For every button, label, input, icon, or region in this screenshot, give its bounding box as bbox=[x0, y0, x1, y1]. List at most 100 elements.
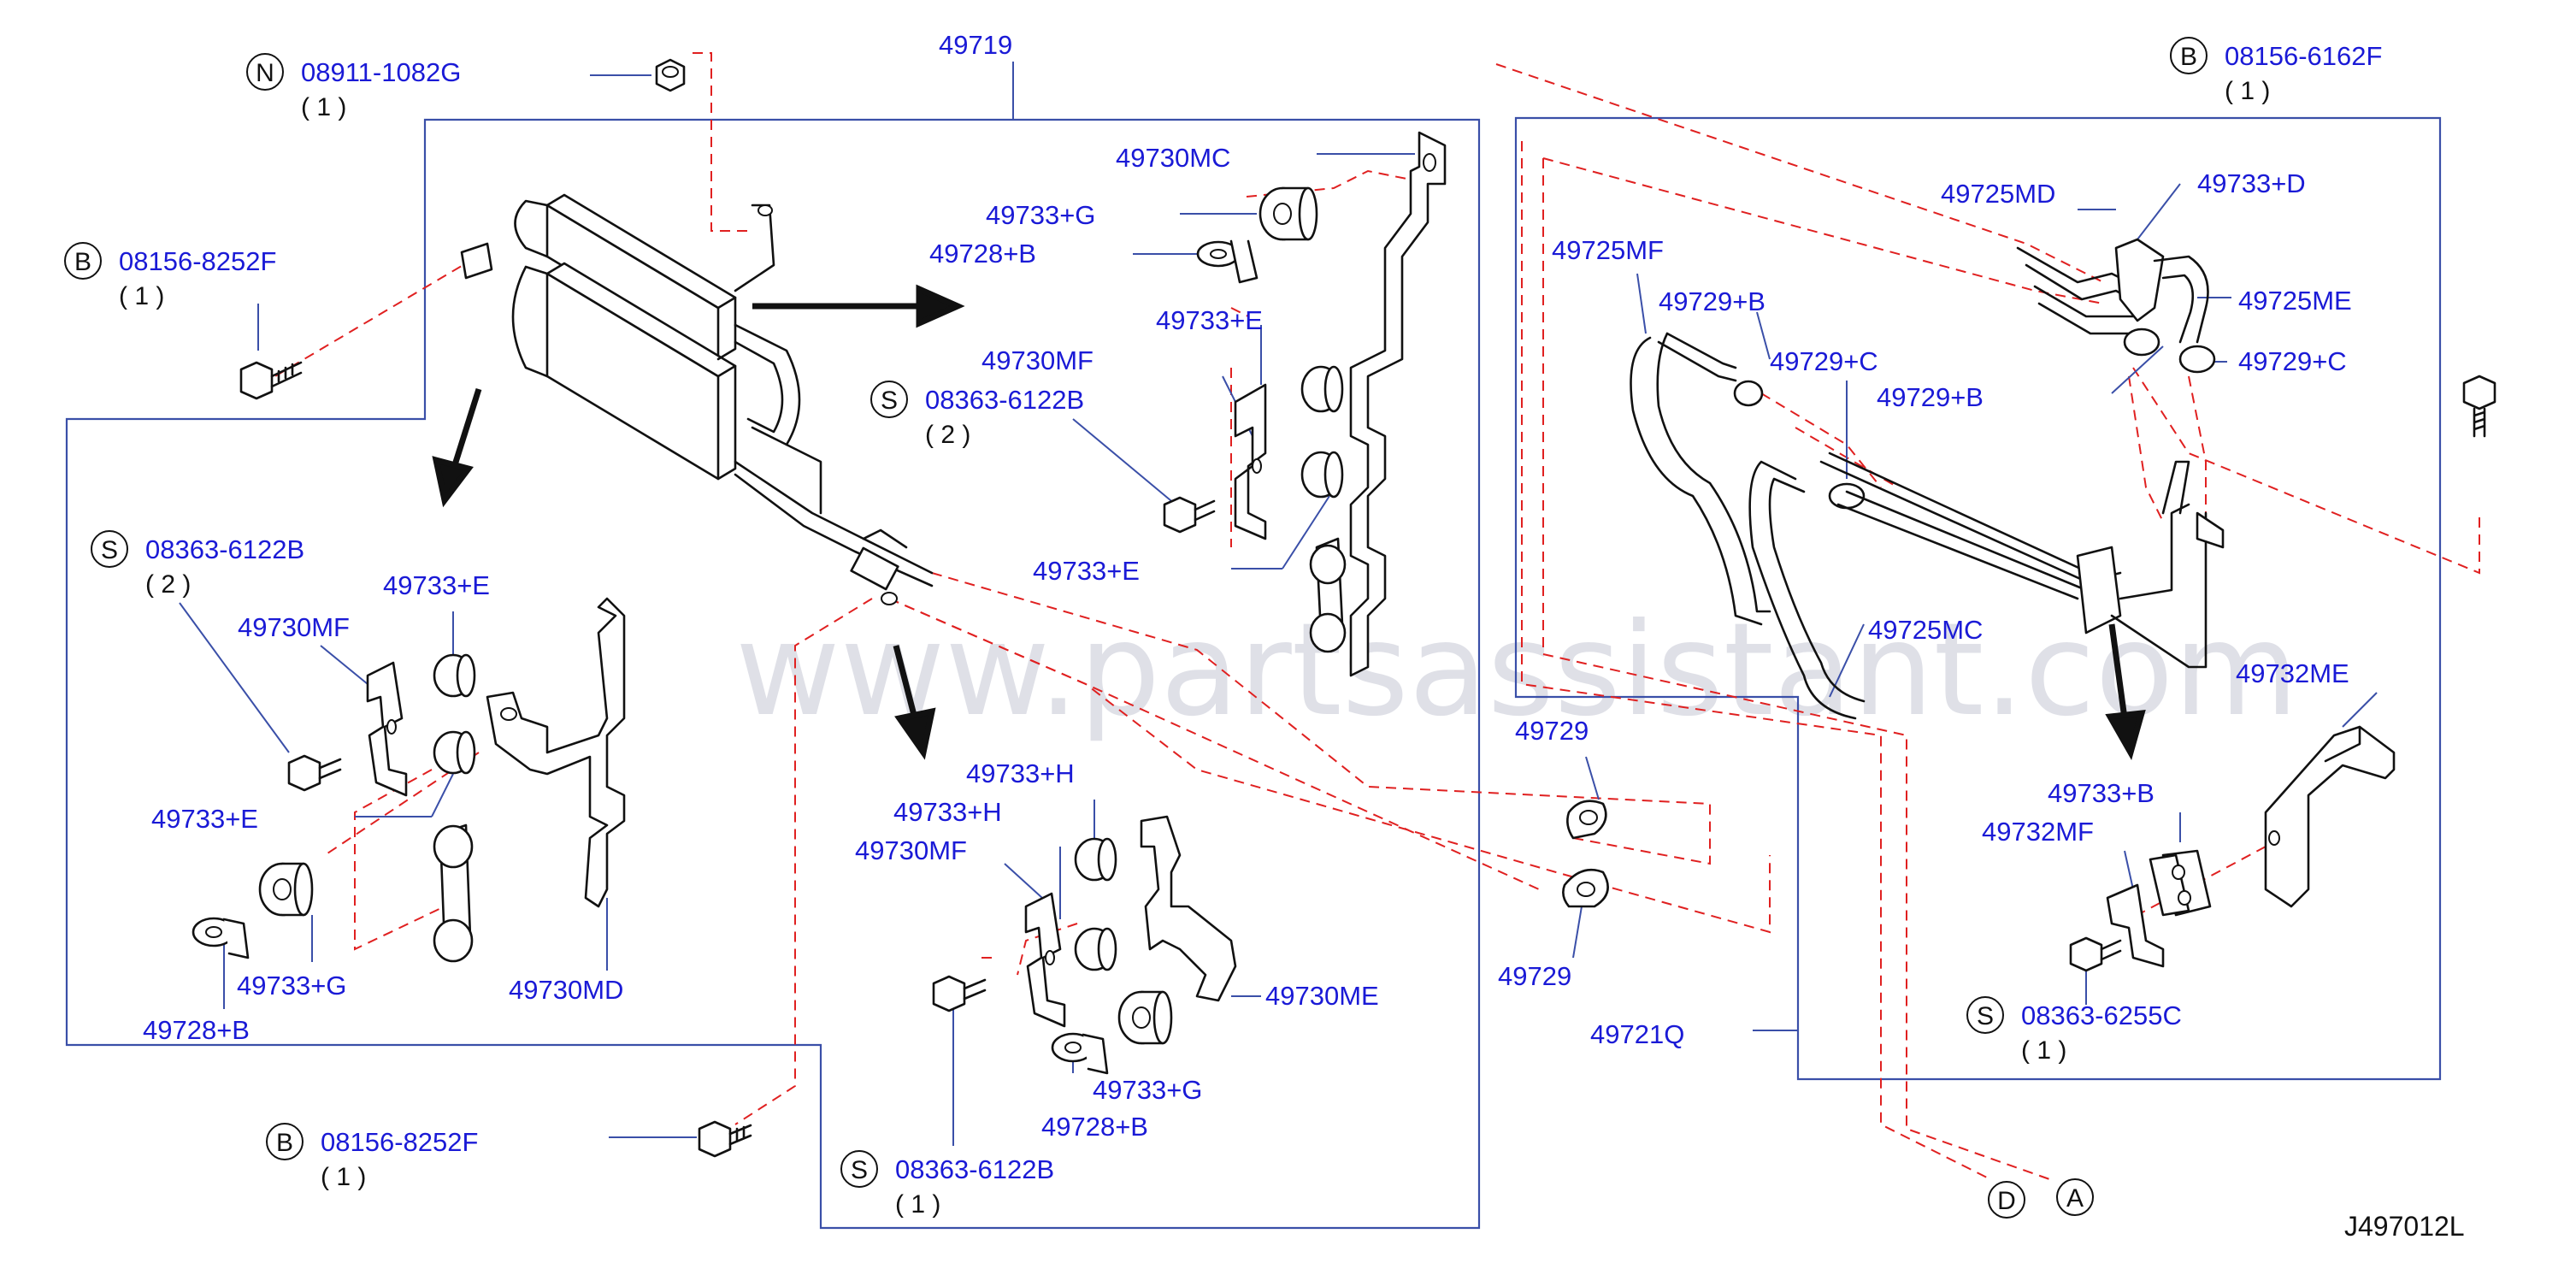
label-49729c-b: 49729+C bbox=[2238, 346, 2347, 376]
label-49733h-a: 49733+H bbox=[966, 758, 1075, 788]
svg-text:08156-6162F: 08156-6162F bbox=[2225, 41, 2382, 71]
grommet-49733g-left bbox=[258, 862, 314, 917]
label-49732me: 49732ME bbox=[2236, 658, 2349, 688]
svg-text:S: S bbox=[881, 387, 898, 415]
svg-text:B: B bbox=[276, 1129, 293, 1157]
label-49725me: 49725ME bbox=[2238, 286, 2352, 316]
bolt-08363-6255c bbox=[2069, 936, 2122, 972]
bracket-49730mc bbox=[1349, 131, 1447, 677]
bracket-49732me bbox=[2264, 725, 2396, 908]
svg-text:( 1 ): ( 1 ) bbox=[2225, 77, 2270, 105]
label-49728b-top: 49728+B bbox=[929, 239, 1036, 269]
connector-d: D bbox=[1988, 1181, 2025, 1219]
label-49730mc: 49730MC bbox=[1116, 143, 1230, 173]
hose-49725mc bbox=[1748, 460, 1866, 720]
mount-49733b bbox=[2149, 849, 2212, 917]
label-49730me: 49730ME bbox=[1265, 981, 1379, 1011]
fastener-callout-s-08363-6255c: S 08363-6255C ( 1 ) bbox=[1966, 996, 2182, 1065]
svg-text:( 2 ): ( 2 ) bbox=[925, 421, 970, 449]
label-49733e-top: 49733+E bbox=[1156, 305, 1263, 335]
svg-text:S: S bbox=[101, 536, 118, 564]
pipe-49721q bbox=[1819, 452, 2225, 669]
hose-49725me bbox=[2153, 255, 2209, 344]
svg-text:08363-6122B: 08363-6122B bbox=[925, 385, 1084, 415]
bracket-49732mf bbox=[2106, 883, 2165, 968]
grommet-49733g-bottom bbox=[1117, 990, 1173, 1045]
label-49728b-left: 49728+B bbox=[143, 1015, 250, 1045]
watermark: www.partsassistant.com bbox=[735, 596, 2298, 745]
clamp-49730mf-bottom bbox=[1024, 892, 1066, 1028]
collar-49728b-top bbox=[1196, 239, 1259, 284]
fastener-callout-s-08363-left: S 08363-6122B ( 2 ) bbox=[91, 530, 304, 599]
fastener-callout-b-08156-6162f: B 08156-6162F ( 1 ) bbox=[2170, 37, 2382, 105]
label-49733b: 49733+B bbox=[2048, 778, 2155, 808]
leader-lines bbox=[179, 74, 2378, 1146]
svg-text:08156-8252F: 08156-8252F bbox=[321, 1127, 478, 1157]
bolt-08363-top bbox=[1163, 496, 1216, 534]
hose-49725md bbox=[2016, 238, 2165, 335]
connector-a: A bbox=[2056, 1178, 2094, 1216]
svg-text:08363-6122B: 08363-6122B bbox=[145, 534, 304, 564]
grommets-49733e-left bbox=[433, 653, 476, 775]
svg-text:N: N bbox=[256, 59, 274, 87]
bolt-08363-bottom bbox=[932, 975, 987, 1012]
part-labels: 49719 49730MC 49733+G 49728+B 49733+E 49… bbox=[143, 30, 2352, 1142]
label-49729b-a: 49729+B bbox=[1659, 286, 1765, 316]
label-49733e-left2: 49733+E bbox=[151, 804, 258, 834]
label-49730mf-bottom: 49730MF bbox=[855, 835, 967, 865]
grommets-49733h bbox=[1074, 837, 1117, 971]
label-49733e-left: 49733+E bbox=[383, 570, 490, 600]
direction-arrows bbox=[432, 284, 2146, 760]
svg-text:S: S bbox=[1977, 1002, 1994, 1030]
svg-text:( 1 ): ( 1 ) bbox=[321, 1163, 366, 1191]
label-49725mf: 49725MF bbox=[1552, 235, 1664, 265]
fastener-callout-b-08156-bottom: B 08156-8252F ( 1 ) bbox=[266, 1123, 478, 1191]
reference-code: J497012L bbox=[2344, 1211, 2465, 1242]
label-49721q: 49721Q bbox=[1590, 1019, 1684, 1049]
label-49732mf: 49732MF bbox=[1982, 817, 2094, 847]
clamps-49729c bbox=[1733, 328, 2216, 510]
bolt-08156-bottom bbox=[698, 1120, 752, 1158]
label-49729-b: 49729 bbox=[1498, 961, 1571, 991]
label-49725md: 49725MD bbox=[1941, 179, 2055, 209]
label-49725mc: 49725MC bbox=[1868, 615, 1983, 645]
grommets-49733e-top bbox=[1300, 365, 1347, 653]
svg-text:08363-6122B: 08363-6122B bbox=[895, 1154, 1054, 1184]
collar-49728b-left bbox=[192, 917, 250, 959]
label-49733e-mid: 49733+E bbox=[1033, 556, 1140, 586]
label-49729-a: 49729 bbox=[1515, 716, 1589, 746]
label-49733g-top: 49733+G bbox=[986, 200, 1095, 230]
bolt-08156-left bbox=[239, 361, 303, 400]
clamps-49729 bbox=[1562, 800, 1609, 908]
svg-text:08911-1082G: 08911-1082G bbox=[301, 57, 461, 87]
label-49730mf-top: 49730MF bbox=[981, 345, 1093, 375]
nut-08911 bbox=[655, 58, 686, 92]
label-49719: 49719 bbox=[939, 30, 1012, 60]
svg-text:( 1 ): ( 1 ) bbox=[895, 1190, 940, 1219]
label-49728b-bottom: 49728+B bbox=[1041, 1112, 1148, 1142]
bolt-08156-6162f bbox=[2462, 375, 2496, 438]
svg-text:B: B bbox=[74, 248, 91, 276]
label-49733h-b: 49733+H bbox=[893, 797, 1002, 827]
hose-49725mf bbox=[1630, 332, 1771, 626]
bolt-08363-left bbox=[287, 754, 342, 792]
clamp-49730mf-top bbox=[1234, 383, 1267, 540]
bracket-49730md bbox=[486, 597, 626, 908]
svg-text:A: A bbox=[2066, 1184, 2084, 1213]
label-49733d: 49733+D bbox=[2197, 168, 2306, 198]
label-49733g-left: 49733+G bbox=[237, 971, 346, 1000]
fastener-callout-b-08156-left: B 08156-8252F ( 1 ) bbox=[64, 242, 276, 310]
bracket-49730me bbox=[1140, 815, 1237, 1002]
frame-cooler-assembly bbox=[65, 118, 1481, 1230]
grommet-pair-left bbox=[433, 823, 474, 963]
clamp-49730mf-left bbox=[366, 661, 408, 797]
label-49729c-a: 49729+C bbox=[1770, 346, 1878, 376]
svg-text:S: S bbox=[851, 1156, 868, 1184]
frame-hose-assembly bbox=[1514, 116, 2442, 1081]
grommet-49733g-top bbox=[1259, 186, 1318, 241]
label-49729b-b: 49729+B bbox=[1877, 382, 1984, 412]
svg-text:D: D bbox=[1997, 1187, 2016, 1215]
svg-text:( 1 ): ( 1 ) bbox=[2021, 1036, 2066, 1065]
svg-text:( 1 ): ( 1 ) bbox=[301, 93, 346, 121]
